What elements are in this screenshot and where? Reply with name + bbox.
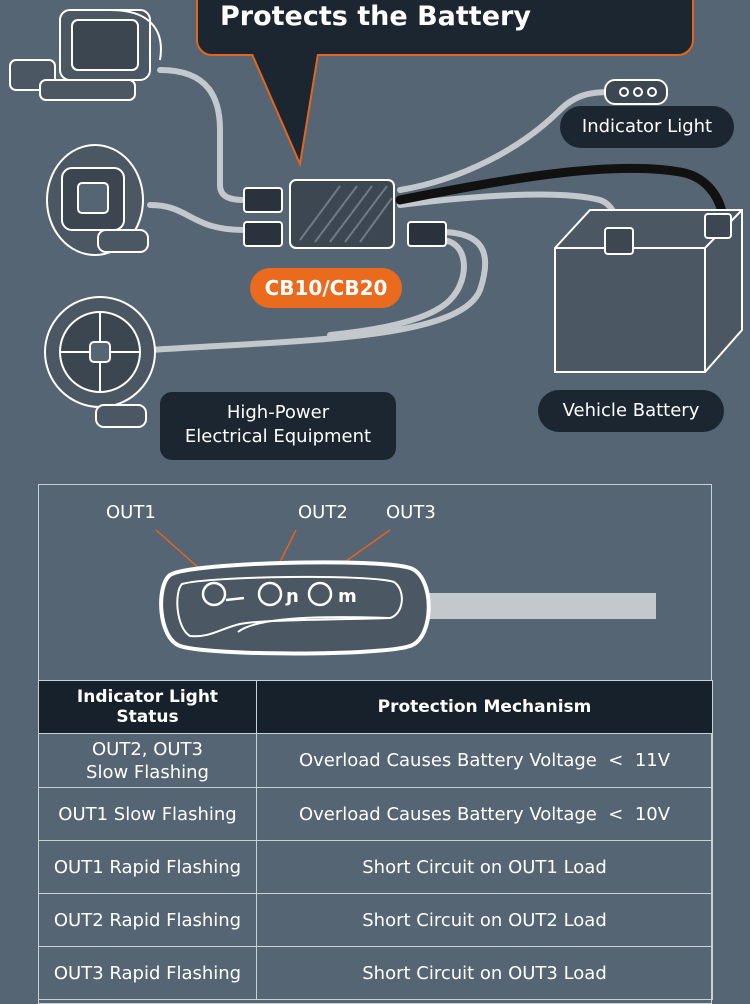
connectors (243, 187, 447, 247)
column-header-mechanism: Protection Mechanism (256, 680, 713, 734)
table-row: OUT2, OUT3 Slow Flashing Overload Causes… (38, 733, 713, 788)
cable-battery-pos (395, 163, 727, 217)
table-row: OUT1 Rapid Flashing Short Circuit on OUT… (38, 840, 713, 894)
cable-top-lamp (157, 67, 247, 203)
round-lamp-device (44, 296, 156, 428)
out3-label: OUT3 (386, 502, 436, 523)
status-text: OUT2, OUT3 (91, 738, 204, 760)
out1-led (201, 581, 227, 607)
status-cell: OUT1 Slow Flashing (38, 787, 257, 841)
table-row: OUT1 Slow Flashing Overload Causes Batte… (38, 787, 713, 841)
tail-light-device (9, 9, 162, 101)
equipment-label: High-Power Electrical Equipment (160, 392, 396, 460)
equipment-label-line1: High-Power (226, 402, 330, 423)
status-cell: OUT2, OUT3 Slow Flashing (38, 733, 257, 788)
vehicle-battery-label: Vehicle Battery (538, 390, 724, 432)
column-header-status: Indicator Light Status (38, 680, 257, 734)
spot-light-device (46, 144, 149, 256)
status-cell: OUT2 Rapid Flashing (38, 893, 257, 947)
out2-led (257, 581, 283, 607)
mechanism-cell: Short Circuit on OUT3 Load (256, 946, 713, 1000)
table-row: OUT2 Rapid Flashing Short Circuit on OUT… (38, 893, 713, 947)
mechanism-cell: Overload Causes Battery Voltage < 10V (256, 787, 713, 841)
table-row: OUT3 Rapid Flashing Short Circuit on OUT… (38, 946, 713, 1000)
out1-label: OUT1 (106, 502, 156, 523)
indicator-light-label: Indicator Light (560, 106, 734, 148)
mechanism-cell: Short Circuit on OUT2 Load (256, 893, 713, 947)
status-cell: OUT1 Rapid Flashing (38, 840, 257, 894)
indicator-light-device (604, 79, 668, 105)
bubble-pointer (251, 54, 319, 168)
equipment-label-line2: Electrical Equipment (184, 426, 372, 447)
status-text-line2: Slow Flashing (86, 761, 209, 783)
mechanism-cell: Short Circuit on OUT1 Load (256, 840, 713, 894)
mechanism-cell: Overload Causes Battery Voltage < 11V (256, 733, 713, 788)
model-badge: CB10/CB20 (250, 268, 402, 308)
svg-text:m: m (338, 586, 357, 607)
title-bubble (196, 0, 694, 56)
cable-indicator (397, 89, 613, 193)
cable-round-lamp (147, 229, 489, 353)
status-cell: OUT3 Rapid Flashing (38, 946, 257, 1000)
controller-box (289, 179, 395, 249)
table-header-row: Indicator Light Status Protection Mechan… (38, 680, 713, 734)
page-title: Protects the Battery (220, 1, 531, 32)
battery-device (554, 209, 743, 373)
svg-text:ɲ: ɲ (285, 586, 299, 607)
cable-mid-lamp (147, 202, 247, 233)
status-table: Indicator Light Status Protection Mechan… (38, 680, 713, 1000)
out2-label: OUT2 (298, 502, 348, 523)
indicator-closeup: ɲ m (155, 529, 656, 656)
wiring-diagram (9, 9, 743, 428)
out3-led (307, 581, 333, 607)
